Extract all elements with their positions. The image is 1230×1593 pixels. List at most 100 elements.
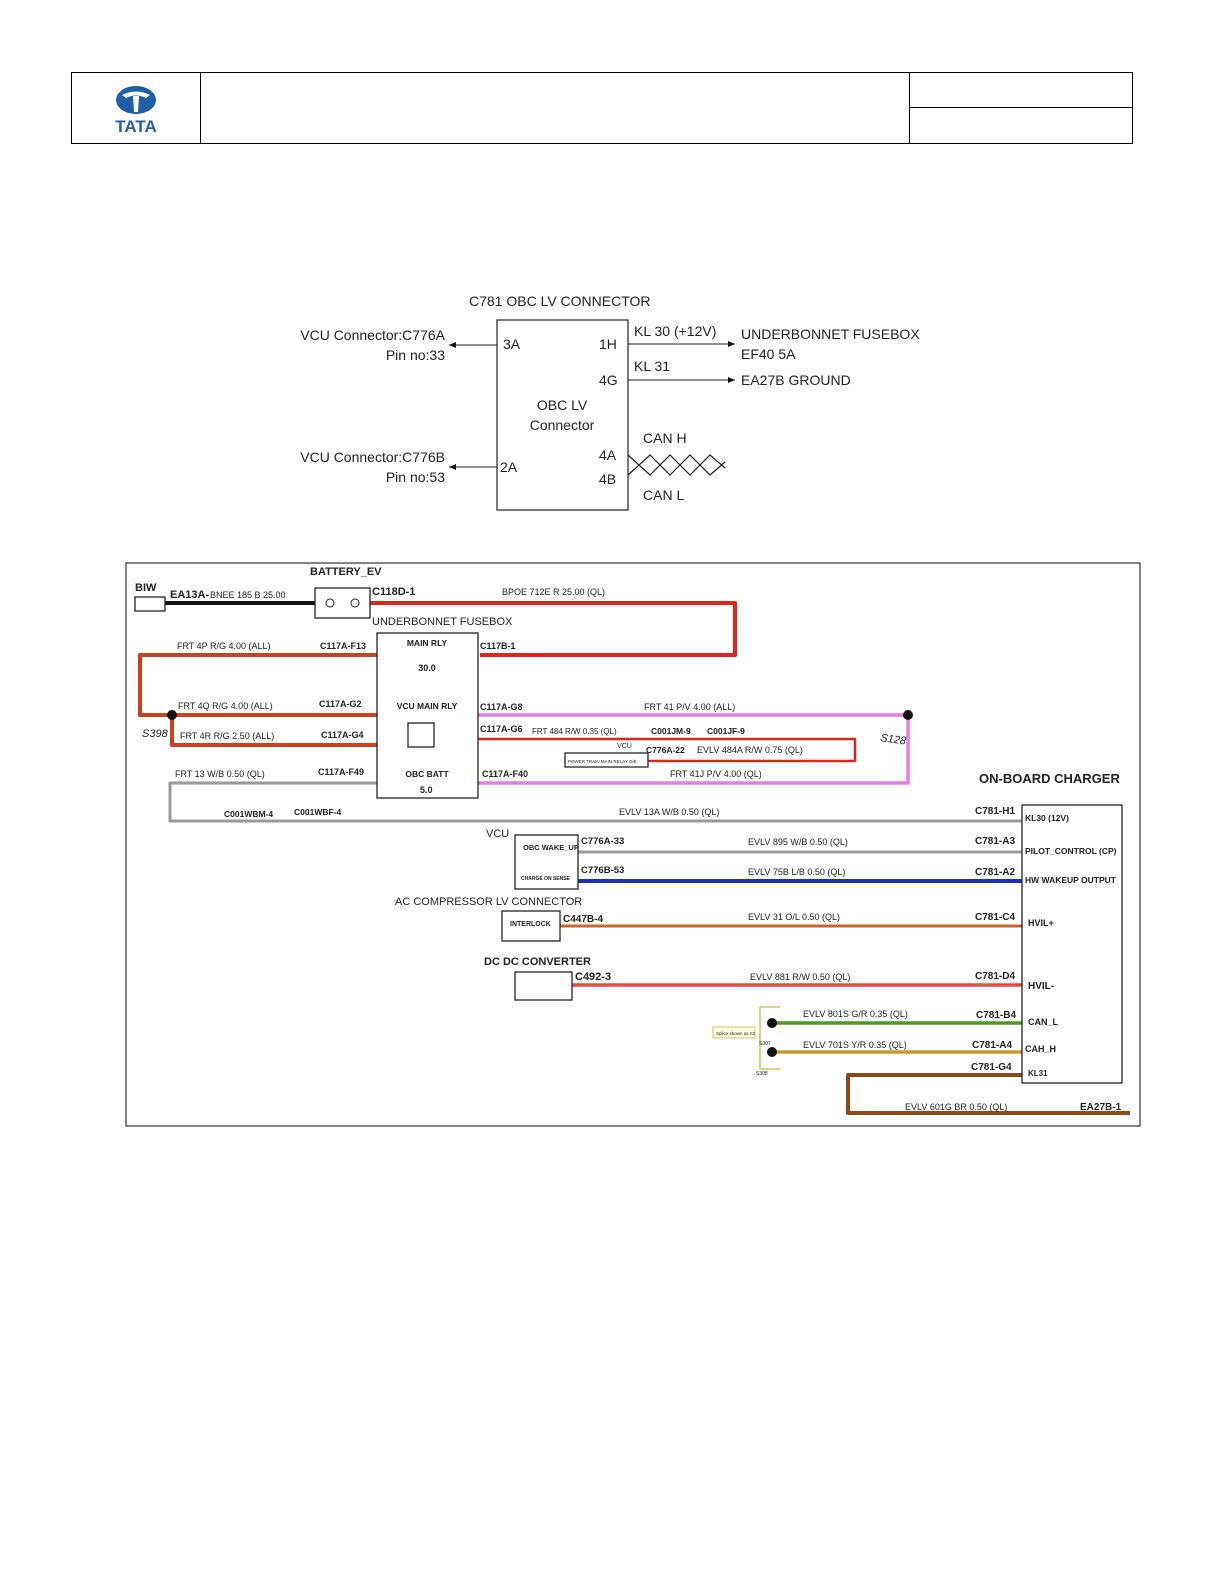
c781-b4-label: C781-B4 [976,1010,1016,1021]
ea27b-1-label: EA27B-1 [1080,1102,1122,1113]
pin-1h: 1H [599,336,617,352]
interlock-box [501,910,561,942]
obc-wake-label: OBC WAKE_UP [523,843,579,852]
battery-pos-terminal [350,598,360,608]
c781-a2-label: C781-A2 [975,867,1015,878]
c001wbf-label: C001WBF-4 [294,807,342,817]
can-l-label: CAN L [643,487,684,503]
c117b-1-label: C117B-1 [480,641,516,651]
vcu1-line2: Pin no:33 [386,347,445,363]
c776b-53-label: C776B-53 [581,865,624,876]
wire-bpoe [370,601,737,657]
logo-cell: TATA [72,73,201,143]
c781-a4-label: C781-A4 [972,1040,1012,1051]
splice-top-label: S307 [759,1041,771,1047]
kl31-label: KL 31 [634,358,670,374]
wire-701s-label: EVLV 701S Y/R 0.35 (QL) [803,1040,907,1050]
vcu2-line2: Pin no:53 [386,469,445,485]
charge-on-sense-label: CHARGE ON SENSE [521,876,571,882]
c781-c4-label: C781-C4 [975,912,1015,923]
c001jm-label: C001JM-9 [651,726,691,736]
wire-4r [170,715,377,747]
obc-batt-value: 5.0 [420,785,433,795]
interlock-label: INTERLOCK [510,921,551,928]
vcu1-line1: VCU Connector:C776A [300,327,445,343]
wire-4r-label: FRT 4R R/G 2.50 (ALL) [180,731,274,741]
header-table: TATA [71,72,1133,144]
header-cell-bottom [910,108,1132,143]
c781-h1-label: C781-H1 [975,806,1015,817]
main-rly-label: MAIN RLY [407,638,448,648]
cah-h-pin-label: CAH_H [1025,1044,1056,1054]
c001jf-label: C001JF-9 [707,726,745,736]
main-rly-value: 30.0 [418,663,436,673]
c117a-g2-label: C117A-G2 [319,699,362,709]
wire-bpoe-label: BPOE 712E R 25.00 (QL) [502,587,605,597]
onboard-charger-label: ON-BOARD CHARGER [979,771,1120,786]
vcu-main-relay-symbol [407,722,435,748]
s128-label: S128 [880,732,908,748]
kl31-pin-label: KL31 [1028,1069,1048,1078]
splice-s398 [167,710,177,720]
wire-484 [478,737,857,763]
can-h-label: CAN H [643,430,687,446]
schematic-frame [125,562,1141,1127]
ac-compressor-label: AC COMPRESSOR LV CONNECTOR [395,896,582,908]
kl30-12v-label: KL30 (12V) [1025,813,1069,823]
tata-logo: TATA [115,86,157,136]
onboard-charger-box [1021,804,1123,1084]
splice-can-l [767,1018,777,1028]
vcu2-line1: VCU Connector:C776B [300,449,445,465]
obc-box [496,319,629,511]
wires [138,601,1130,1115]
wire-31-label: EVLV 31 O/L 0.50 (QL) [748,912,840,922]
pin-4b: 4B [599,471,616,487]
biw-ground-symbol [134,596,166,612]
splice-note-label: Splice shown as S2 [716,1031,756,1036]
vcu-main-rly-label: VCU MAIN RLY [397,701,458,711]
wire-41j-label: FRT 41J P/V 4.00 (QL) [670,769,762,779]
wire-13a-label: EVLV 13A W/B 0.50 (QL) [619,807,719,817]
wire-4q-label: FRT 4Q R/G 4.00 (ALL) [178,701,273,711]
brand-text: TATA [115,117,157,136]
c117a-f40-label: C117A-F40 [482,769,528,779]
c781-g4-label: C781-G4 [971,1062,1012,1073]
kl30-label: KL 30 (+12V) [634,323,716,339]
c447b-4-label: C447B-4 [563,914,603,925]
fusebox-label: UNDERBONNET FUSEBOX [372,616,513,628]
splice-bracket [759,1006,780,1070]
c781-a3-label: C781-A3 [975,836,1015,847]
wiring-schematic: BIW BATTERY_EV EA13A- BNEE 185 B 25.00 C… [125,562,1141,1127]
header-cell-top [910,73,1132,108]
wire-601g-label: EVLV 601G BR 0.50 (QL) [905,1102,1007,1112]
splice-note-box [712,1026,756,1039]
wire-4p-4q [138,653,377,717]
wire-895-label: EVLV 895 W/B 0.50 (QL) [748,837,848,847]
wire-41 [478,713,910,785]
wire-881-label: EVLV 881 R/W 0.50 (QL) [750,972,850,982]
c117a-g6-label: C117A-G6 [480,724,523,734]
wire-801s-label: EVLV 801S G/R 0.35 (QL) [803,1009,908,1019]
dcdc-label: DC DC CONVERTER [484,956,591,968]
battery-ev-box [314,587,371,619]
c118d-label: C118D-1 [372,586,415,598]
pin-4g: 4G [599,372,618,388]
header-title-cell [201,73,910,143]
fusebox-box [376,632,479,799]
pt-relay-label: POWER TRAIN MAIN RELAY O/E [568,759,637,764]
c117a-g4-label: C117A-G4 [321,730,364,740]
splice-s128 [903,710,913,720]
c001wbm-label: C001WBM-4 [224,809,273,819]
c781-d4-label: C781-D4 [975,971,1015,982]
vcu-label: VCU [486,828,509,840]
splice-bottom-label: S308 [756,1071,768,1077]
wire-13-label: FRT 13 W/B 0.50 (QL) [175,769,265,779]
pin-3a: 3A [503,336,521,352]
wire-601g [846,1073,1130,1115]
obc-box-line2: Connector [530,417,595,433]
c117a-f49-label: C117A-F49 [318,767,364,777]
splice-can-h [767,1047,777,1057]
battery-neg-terminal [325,598,335,608]
dcdc-box [514,971,573,1001]
wire-bnee-label: BNEE 185 B 25.00 [210,590,286,600]
